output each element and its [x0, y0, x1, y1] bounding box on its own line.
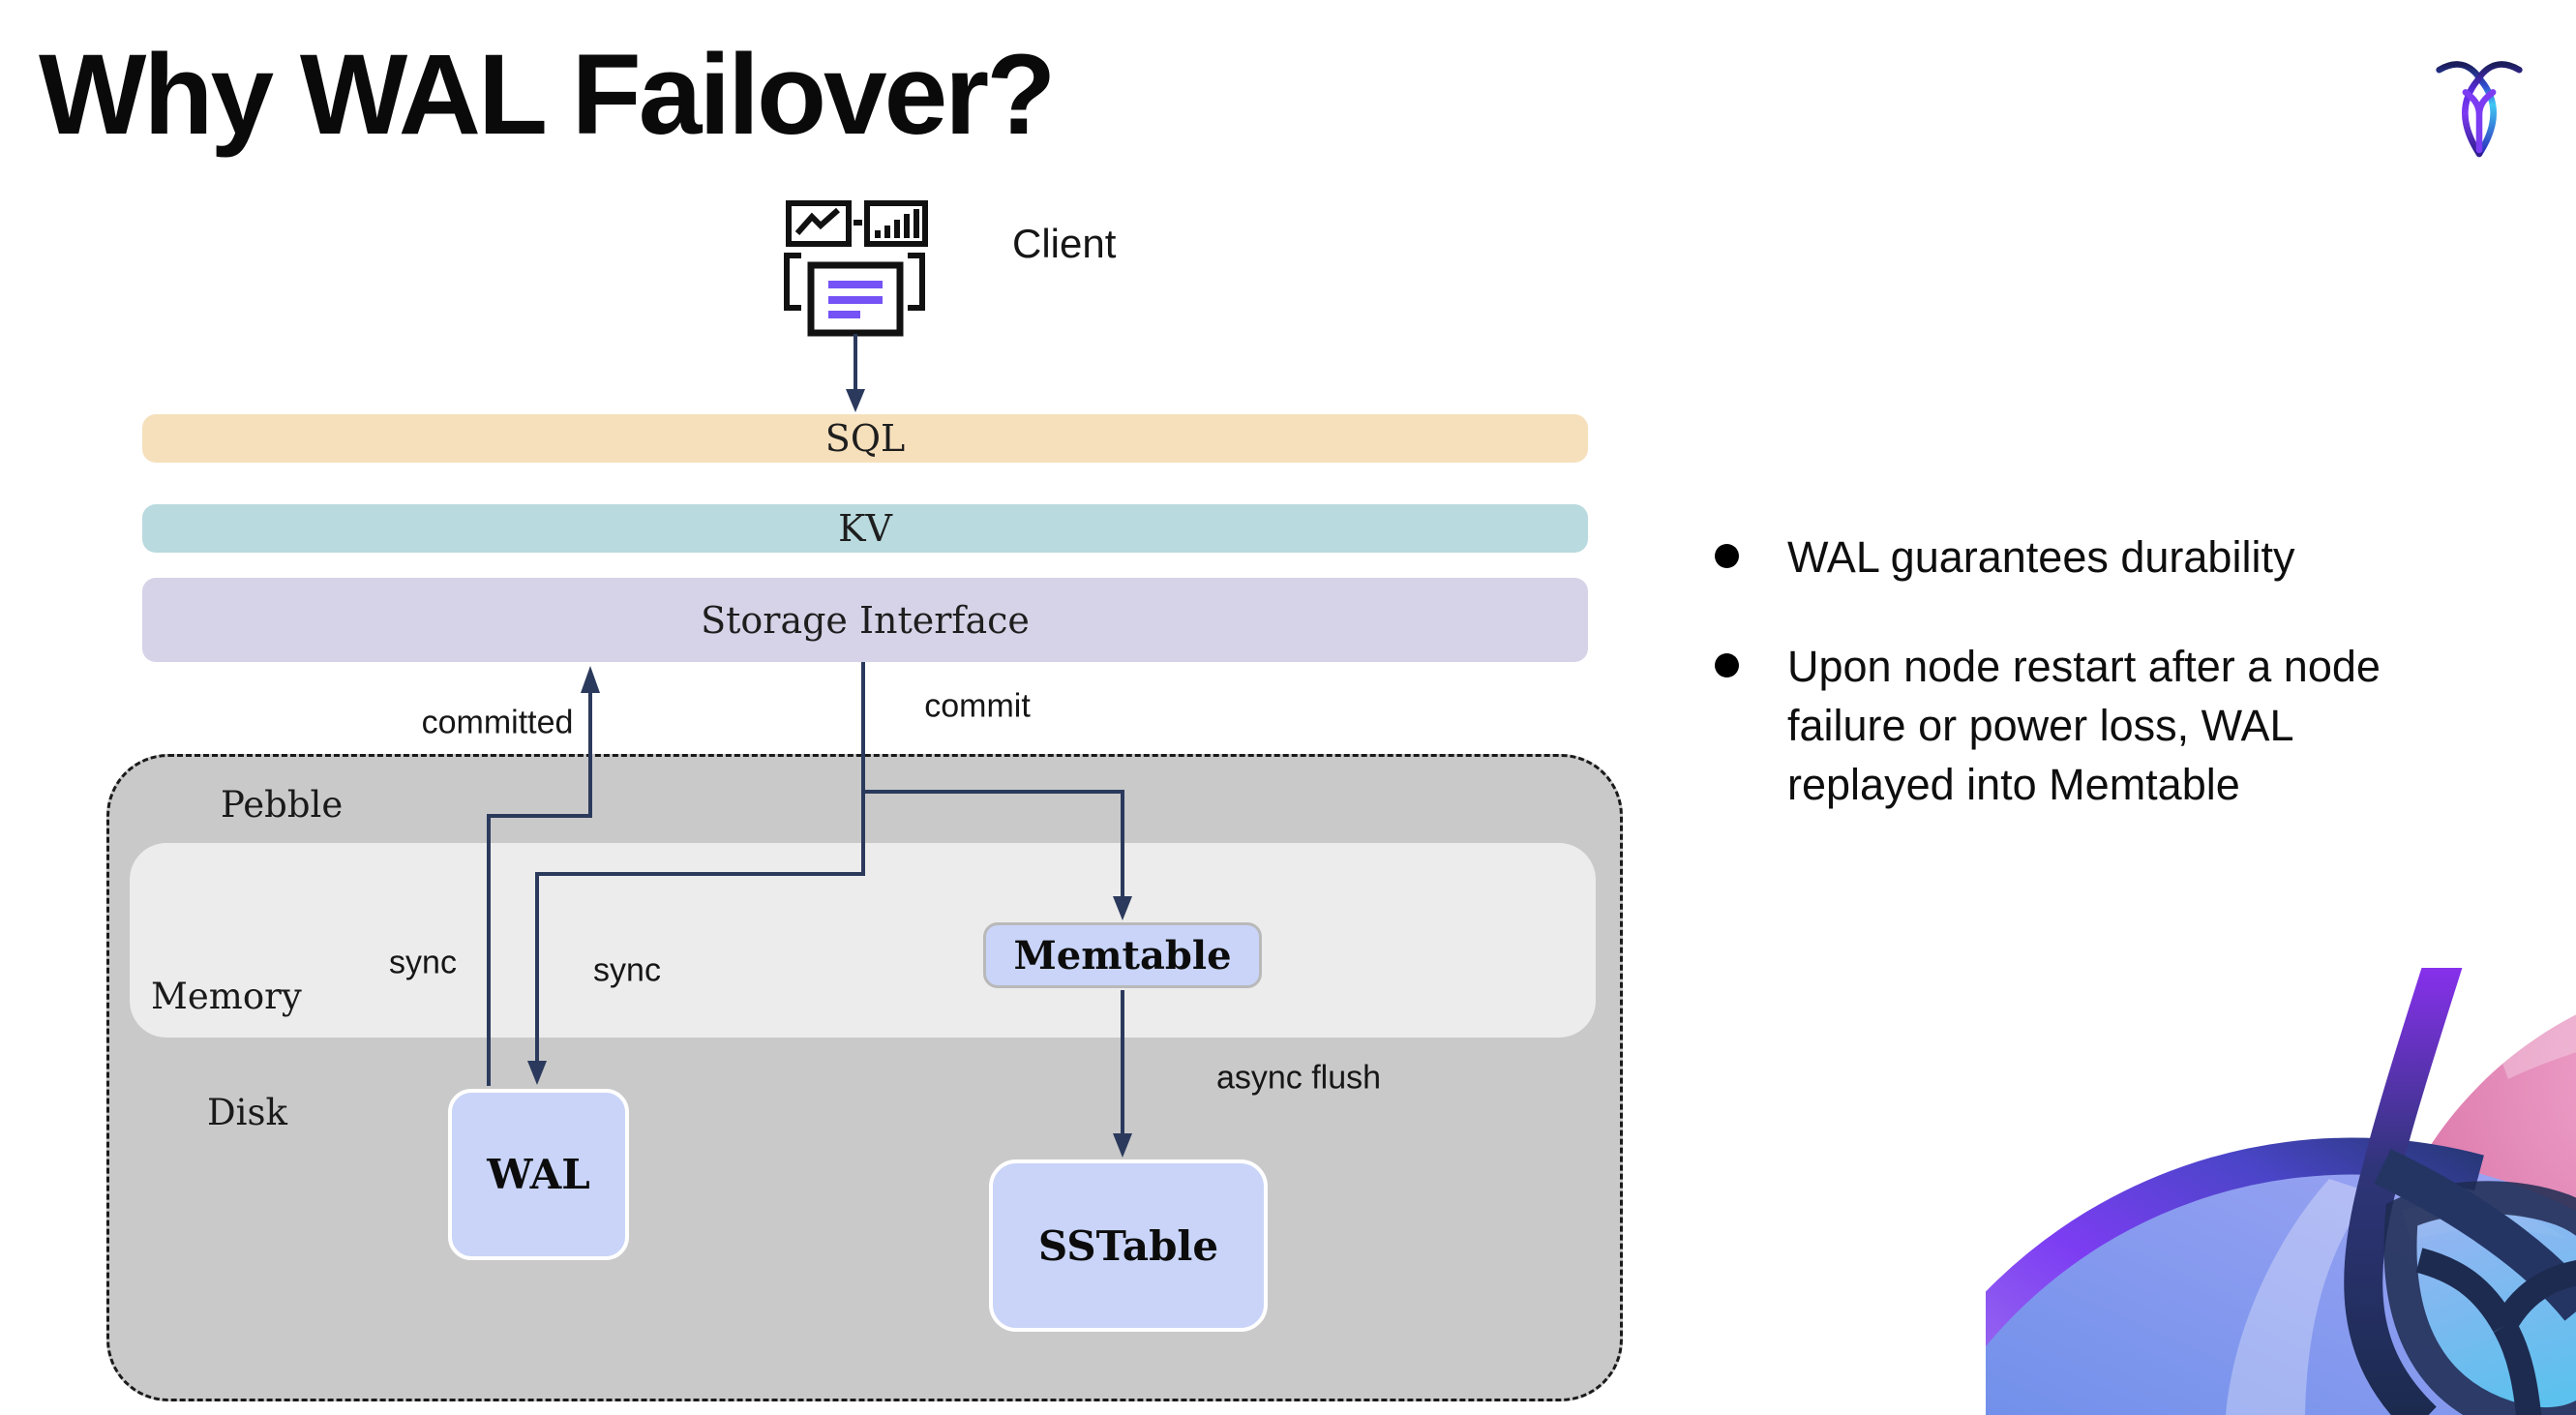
pebble-label: Pebble [221, 784, 344, 826]
wal-node: WAL [448, 1089, 629, 1260]
sstable-node-label: SSTable [1037, 1221, 1219, 1270]
storage-interface-layer-bar: Storage Interface [142, 578, 1588, 662]
async-flush-label: async flush [1215, 1059, 1382, 1097]
client-to-sql-arrow [846, 334, 865, 412]
cockroachdb-logo-icon [2436, 61, 2523, 158]
sql-layer-bar: SQL [142, 414, 1588, 463]
list-item: Upon node restart after a node failure o… [1715, 637, 2528, 814]
bullet-text: Upon node restart after a node failure o… [1787, 642, 2381, 809]
kv-layer-bar: KV [142, 504, 1588, 553]
kv-layer-label: KV [838, 507, 892, 550]
commit-label: commit [924, 687, 1031, 725]
wal-node-label: WAL [487, 1151, 590, 1198]
disk-label: Disk [207, 1092, 287, 1133]
sql-layer-label: SQL [824, 417, 906, 460]
cockroach-brand-artwork [1986, 968, 2576, 1415]
sync-label-1: sync [389, 944, 457, 981]
page-title: Why WAL Failover? [39, 31, 1056, 159]
committed-arrowhead [581, 666, 600, 693]
memtable-node-label: Memtable [1013, 932, 1232, 978]
client-icon [784, 200, 928, 412]
document-icon [784, 253, 925, 337]
bullet-list: WAL guarantees durability Upon node rest… [1715, 527, 2528, 814]
bar-chart-icon [864, 200, 928, 247]
bullet-text: WAL guarantees durability [1787, 532, 2295, 582]
line-chart-icon [786, 200, 852, 247]
sync-label-2: sync [593, 951, 661, 989]
memory-label: Memory [151, 976, 302, 1017]
client-label: Client [1012, 221, 1117, 266]
memtable-node: Memtable [983, 922, 1262, 988]
memory-band [130, 843, 1596, 1038]
bullet-dot-icon [1715, 544, 1739, 568]
bullet-dot-icon [1715, 653, 1739, 677]
committed-label: committed [421, 704, 574, 741]
list-item: WAL guarantees durability [1715, 527, 2528, 587]
sstable-node: SSTable [989, 1159, 1268, 1332]
storage-interface-label: Storage Interface [701, 598, 1030, 642]
